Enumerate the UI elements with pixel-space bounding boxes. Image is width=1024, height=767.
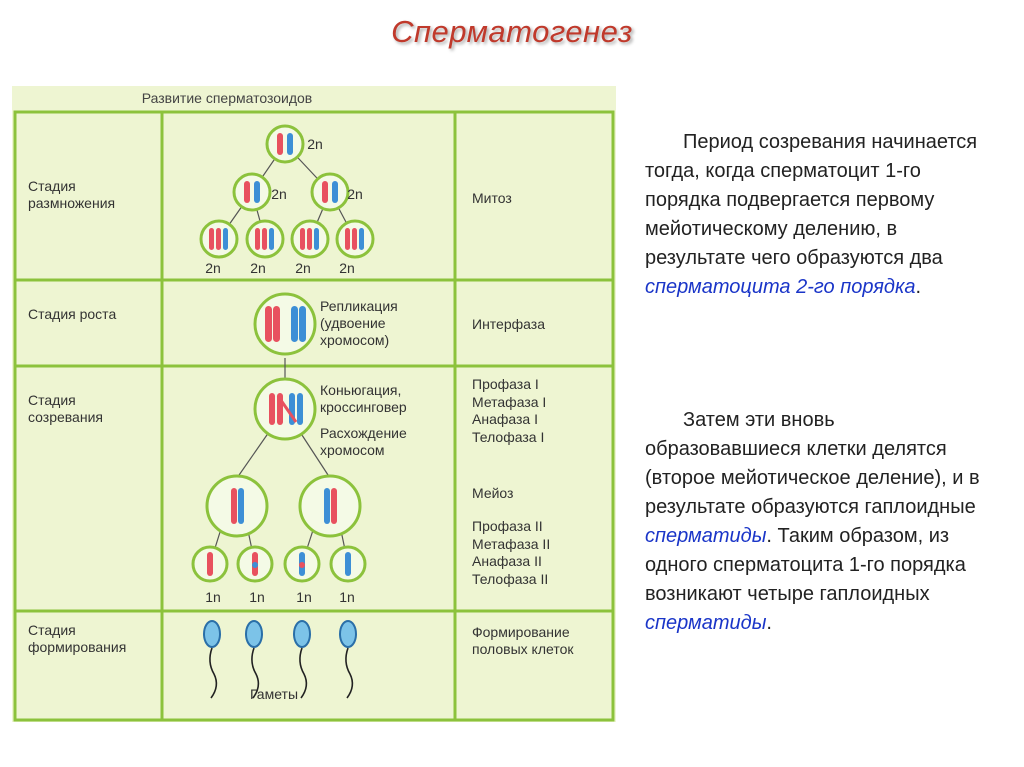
paragraph-second-division: Затем эти вновь образовавшиеся клетки де… [645,406,985,638]
chromosome [287,133,293,155]
process-meiosis1-phases: Профаза I Метафаза I Анафаза I Телофаза … [472,376,547,445]
ploidy-row3-3: 2n [295,260,311,276]
stage-label-formation: Стадия формирования [28,622,127,655]
sperm-tail [299,647,308,699]
sperm-tail [345,647,354,699]
ploidy-bottom-3: 1n [296,589,312,605]
paragraph-maturation-period: Период созревания начинается тогда, когд… [645,128,985,302]
chromosome [345,552,351,576]
ploidy-second-right: 2n [347,186,363,202]
stage-label-growth: Стадия роста [28,306,117,322]
ploidy-row3-1: 2n [205,260,221,276]
chromosome [300,228,305,250]
chromosome [314,228,319,250]
chromosome [322,181,328,203]
divergence-note: Расхождение хромосом [320,425,407,458]
p2-text: Затем эти вновь образовавшиеся клетки де… [645,409,980,518]
chromosome [207,552,213,576]
process-meiosis2-phases: Профаза II Метафаза II Анафаза II Телофа… [472,518,551,587]
p1-text: Период созревания начинается тогда, когд… [645,131,978,269]
stage-label-maturation: Стадия созревания [28,392,103,425]
chromosome [255,228,260,250]
chromosome [277,133,283,155]
chromosome [262,228,267,250]
ploidy-second-left: 2n [271,186,287,202]
sperm-tail [251,647,260,699]
crossover-mark [276,395,298,423]
chromosome [273,306,280,342]
process-meiosis-label: Мейоз [472,485,514,501]
chromosome [331,488,337,524]
chromosome [352,228,357,250]
chromosome [297,393,303,425]
sperm-head [203,620,221,648]
p2-highlight-1: сперматиды [645,525,767,547]
chromosome [332,181,338,203]
chromosome [209,228,214,250]
process-mitosis: Митоз [472,190,512,206]
slide-title: Сперматогенез [391,14,633,49]
p1-highlight: сперматоцита 2-го порядка [645,276,916,298]
spermatogenesis-figure: Развитие сперматозоидов Стадия размножен… [12,86,616,722]
p2-middle: . Таким образом, из одного сперматоцита … [645,525,966,605]
chromosome [223,228,228,250]
ploidy-bottom-2: 1n [249,589,265,605]
stage-label-multiplication: Стадия размножения [28,178,116,211]
replication-note: Репликация (удвоение хромосом) [320,298,398,348]
cell [232,172,272,212]
cell [253,377,317,441]
chromosome [359,228,364,250]
chromosome [252,562,258,568]
chromosome [244,181,250,203]
chromosome [238,488,244,524]
gametes-label: Гаметы [250,686,299,702]
p2-highlight-2: сперматиды [645,612,767,634]
ploidy-top: 2n [307,136,323,152]
process-formation: Формирование половых клеток [472,624,574,657]
chromosome [345,228,350,250]
chromosome [254,181,260,203]
sperm-head [245,620,263,648]
ploidy-bottom-4: 1n [339,589,355,605]
conjugation-note: Коньюгация, кроссинговер [320,382,407,415]
process-interphase: Интерфаза [472,316,545,332]
chromosome [307,228,312,250]
figure-title: Развитие сперматозоидов [141,90,313,106]
ploidy-row3-2: 2n [250,260,266,276]
sperm-head [293,620,311,648]
chromosome [291,306,298,342]
chromosome [231,488,237,524]
p2-end: . [766,612,772,634]
cell [310,172,350,212]
cell [265,124,305,164]
ploidy-row3-4: 2n [339,260,355,276]
p1-end: . [915,276,922,298]
ploidy-bottom-1: 1n [205,589,221,605]
chromosome [265,306,272,342]
chromosome [324,488,330,524]
chromosome [269,393,275,425]
figure-drawing [13,110,615,722]
sperm-head [339,620,357,648]
chromosome [216,228,221,250]
table-border [13,110,615,722]
sperm-tail [209,647,218,699]
chromosome [269,228,274,250]
chromosome [299,562,305,568]
chromosome [299,306,306,342]
